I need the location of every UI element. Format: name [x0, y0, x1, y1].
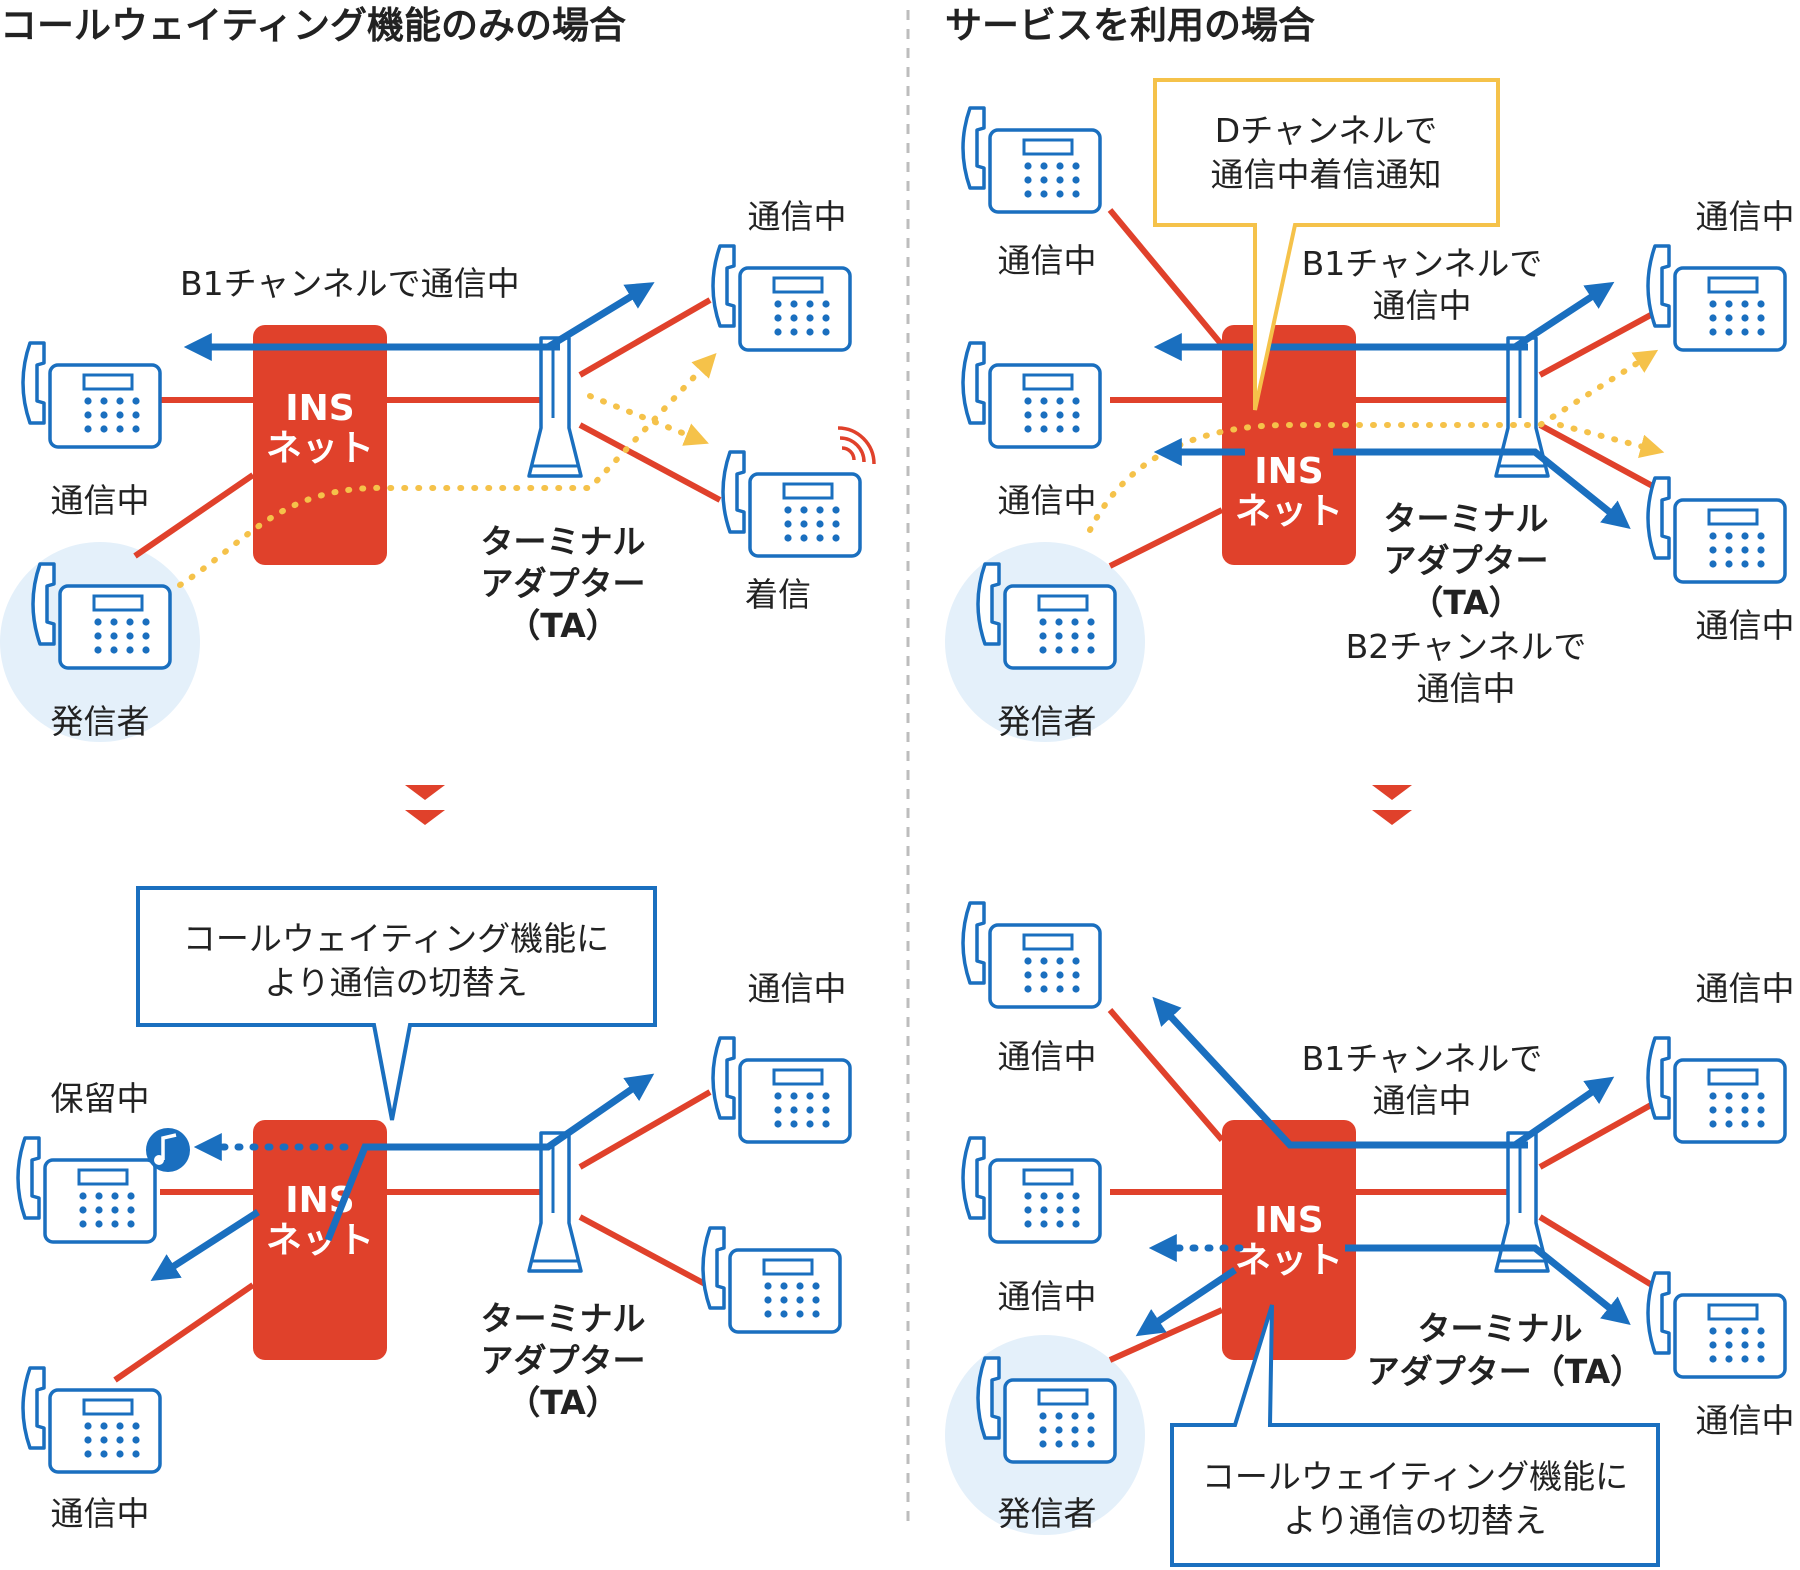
callout-text: より通信の切替え — [264, 963, 527, 1002]
switch-arrow — [150, 1209, 260, 1282]
ta-label: （TA） — [507, 1383, 619, 1422]
b1-channel-arrow — [1513, 281, 1615, 350]
ins-label-2: ネット — [1235, 491, 1343, 532]
left-title: コールウェイティング機能のみの場合 — [0, 4, 626, 47]
phone-icon — [961, 341, 1102, 449]
ta-label: アダプター — [1384, 541, 1549, 580]
phone-status: 通信中 — [1696, 197, 1795, 236]
ta-label: アダプター — [481, 564, 646, 603]
ins-net-box — [253, 325, 387, 565]
phone-status: 通信中 — [51, 1494, 150, 1533]
phone-icon — [1646, 244, 1787, 352]
ins-label-2: ネット — [266, 428, 374, 469]
right-transition-arrow — [1372, 785, 1412, 825]
phone-icon — [721, 450, 862, 558]
b1-channel-arrow — [546, 282, 655, 350]
ins-label: INS — [1254, 451, 1323, 492]
b2-channel-arrow — [1345, 1244, 1631, 1326]
phone-icon — [961, 106, 1102, 214]
phone-icon — [701, 1226, 842, 1334]
left-bottom-scene: INS ネット コールウェイティング機能に より通信の切替え 保留中 通信中 通… — [16, 886, 852, 1533]
switch-arrow — [1152, 996, 1528, 1149]
ins-label: INS — [1254, 1200, 1323, 1241]
phone-status: 通信中 — [748, 197, 847, 236]
ringing-icon — [837, 426, 876, 465]
callout-box — [1170, 1304, 1660, 1567]
ta-label: アダプター — [481, 1341, 646, 1380]
phone-status: 通信中 — [1696, 1401, 1795, 1440]
phone-status: 通信中 — [51, 481, 150, 520]
phone-icon — [961, 901, 1102, 1009]
b1-channel-arrow — [1513, 1076, 1615, 1148]
switch-arrow — [1135, 1267, 1237, 1337]
ta-label: アダプター（TA） — [1367, 1352, 1644, 1391]
phone-icon — [711, 244, 852, 352]
phone-status: 発信者 — [998, 702, 1097, 741]
incoming-call-path — [1557, 422, 1665, 458]
phone-status: 発信者 — [51, 702, 150, 741]
right-top-scene: INS ネット Dチャンネルで 通信中着信通知 B1チャンネルで 通信中 ターミ… — [945, 78, 1795, 742]
phone-status: 発信者 — [998, 1494, 1097, 1533]
phone-icon — [21, 341, 162, 449]
channel-label: B1チャンネルで — [1302, 1039, 1543, 1078]
ta-label: （TA） — [1410, 583, 1522, 622]
callout-text: 通信中着信通知 — [1211, 155, 1442, 194]
phone-icon — [711, 1036, 852, 1144]
phone-status: 通信中 — [998, 1037, 1097, 1076]
callout-box — [136, 886, 657, 1121]
terminal-adapter-icon — [527, 1131, 583, 1273]
callout-text: Dチャンネルで — [1215, 111, 1437, 150]
right-bottom-scene: INS ネット コールウェイティング機能に より通信の切替え B1チャンネルで … — [945, 901, 1795, 1567]
phone-status: 着信 — [745, 575, 811, 614]
terminal-adapter-icon — [527, 336, 583, 478]
phone-icon — [1646, 476, 1787, 584]
phone-icon — [1646, 1036, 1787, 1144]
callout-text: コールウェイティング機能に — [1202, 1457, 1628, 1496]
channel-label: B1チャンネルで — [1302, 244, 1543, 283]
right-title: サービスを利用の場合 — [945, 4, 1315, 47]
phone-icon — [16, 1136, 157, 1244]
ta-label: （TA） — [507, 606, 619, 645]
phone-status: 通信中 — [998, 1277, 1097, 1316]
ta-label: ターミナル — [481, 1299, 646, 1338]
callout-text: より通信の切替え — [1283, 1501, 1546, 1540]
switch-arrow — [324, 1073, 655, 1242]
incoming-call-path — [1087, 349, 1659, 533]
ins-label: INS — [285, 388, 354, 429]
ins-label-2: ネット — [266, 1220, 374, 1261]
channel-label: 通信中 — [1373, 286, 1472, 325]
ta-label: ターミナル — [1418, 1309, 1583, 1348]
music-hold-icon — [146, 1128, 190, 1172]
ins-net-box — [1222, 1120, 1356, 1360]
ta-label: ターミナル — [1384, 499, 1549, 538]
left-top-scene: INS ネット B1チャンネルで通信中 通信中 発信者 通信中 着信 ターミナル… — [0, 197, 876, 742]
incoming-call-path — [587, 393, 709, 446]
channel-label: B2チャンネルで — [1346, 627, 1587, 666]
phone-icon — [21, 1366, 162, 1474]
phone-status: 保留中 — [51, 1079, 150, 1118]
incoming-call-path — [177, 352, 717, 588]
left-transition-arrow — [405, 785, 445, 825]
phone-icon — [961, 1136, 1102, 1244]
phone-status: 通信中 — [1696, 969, 1795, 1008]
phone-icon — [1646, 1271, 1787, 1379]
phone-status: 通信中 — [1696, 606, 1795, 645]
phone-status: 通信中 — [998, 241, 1097, 280]
channel-label: 通信中 — [1373, 1081, 1472, 1120]
ta-label: ターミナル — [481, 522, 646, 561]
ins-label-2: ネット — [1235, 1240, 1343, 1281]
channel-label: B1チャンネルで通信中 — [180, 264, 520, 303]
callout-box — [1153, 78, 1500, 411]
callout-text: コールウェイティング機能に — [183, 919, 609, 958]
phone-status: 通信中 — [748, 969, 847, 1008]
channel-label: 通信中 — [1417, 669, 1516, 708]
b2-channel-arrow — [1333, 448, 1631, 530]
phone-status: 通信中 — [998, 481, 1097, 520]
